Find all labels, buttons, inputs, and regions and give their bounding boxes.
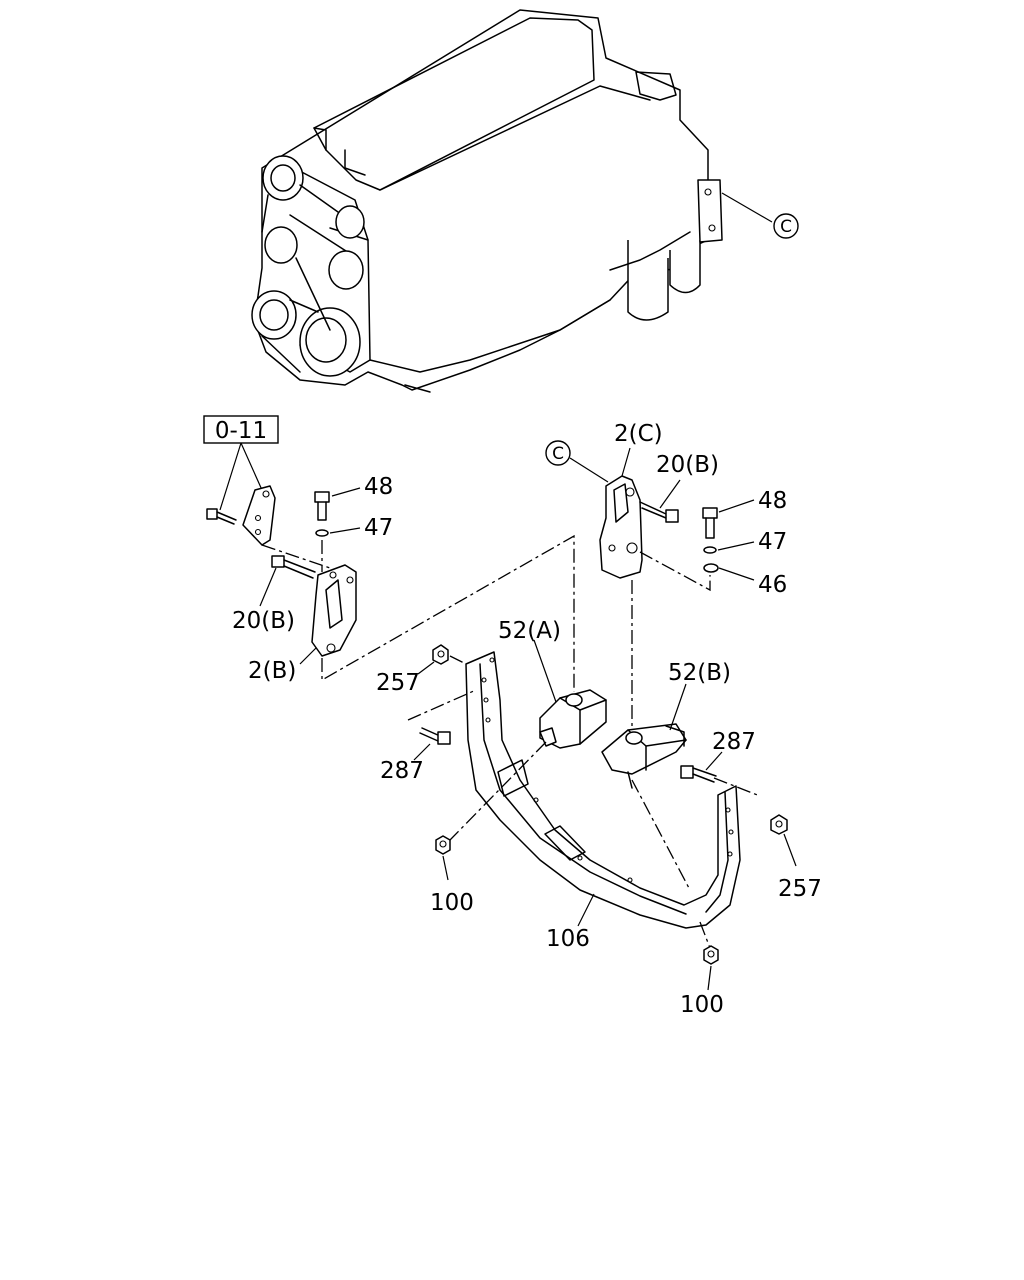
bolt-287-left (419, 727, 451, 745)
dash-bracket-c-washer (639, 551, 711, 592)
label-106: 106 (546, 926, 590, 952)
label-52b: 52(B) (668, 660, 731, 686)
dash-287-left (407, 689, 477, 721)
dash-287-right (713, 777, 761, 797)
bolt-48-right (702, 507, 718, 539)
label-46: 46 (758, 572, 787, 598)
engine-block (251, 9, 723, 393)
label-52a: 52(A) (498, 618, 561, 644)
label-100-right: 100 (680, 992, 724, 1018)
label-257-right: 257 (778, 876, 822, 902)
label-47-right: 47 (758, 529, 787, 555)
label-287-right: 287 (712, 729, 756, 755)
dash-2b-to-52a (321, 534, 575, 692)
rubber-mount-52b (601, 723, 687, 789)
dash-257-left (449, 655, 467, 665)
label-257-left: 257 (376, 670, 420, 696)
dash-52a-to-100 (449, 741, 547, 841)
nut-257-left (432, 644, 449, 665)
label-48-right: 48 (758, 488, 787, 514)
leader-c-top (721, 192, 773, 223)
ref-box-text: 0-11 (215, 418, 267, 444)
reference-box-0-11: 0-11 (203, 415, 279, 444)
label-20b-right: 20(B) (656, 452, 719, 478)
washer-47-right (703, 546, 717, 554)
label-2c: 2(C) (614, 421, 663, 447)
bolt-20b-right (639, 501, 679, 523)
reference-circle-c-top: C (773, 213, 799, 239)
bolt-48-left (314, 491, 330, 521)
bracket-2c (599, 475, 643, 579)
label-287-left: 287 (380, 758, 424, 784)
ref-c-top-text: C (780, 217, 792, 237)
label-100-left: 100 (430, 890, 474, 916)
bolt-0-11 (206, 508, 237, 525)
ref-c-right-text: C (552, 444, 564, 464)
label-48-left: 48 (364, 474, 393, 500)
washer-47-left (315, 529, 329, 537)
nut-100-left (435, 835, 451, 855)
nut-257-right (770, 814, 788, 835)
label-2b: 2(B) (248, 658, 296, 684)
bracket-2b (311, 564, 357, 657)
label-47-left: 47 (364, 515, 393, 541)
dash-52b-to-frame (631, 779, 691, 891)
reference-circle-c-right: C (545, 440, 571, 466)
bracket-plate-left (242, 485, 276, 546)
label-20b-left: 20(B) (232, 608, 295, 634)
nut-100-right (703, 945, 719, 965)
bolt-287-right (680, 765, 717, 783)
crossmember-106 (465, 651, 741, 929)
rubber-mount-52a (539, 689, 607, 749)
dash-bracket-left (261, 544, 331, 569)
dash-frame-to-100 (699, 921, 711, 949)
ref-box-leaders (219, 442, 263, 511)
bolt-20b-left (271, 555, 316, 579)
washer-46 (703, 563, 719, 573)
